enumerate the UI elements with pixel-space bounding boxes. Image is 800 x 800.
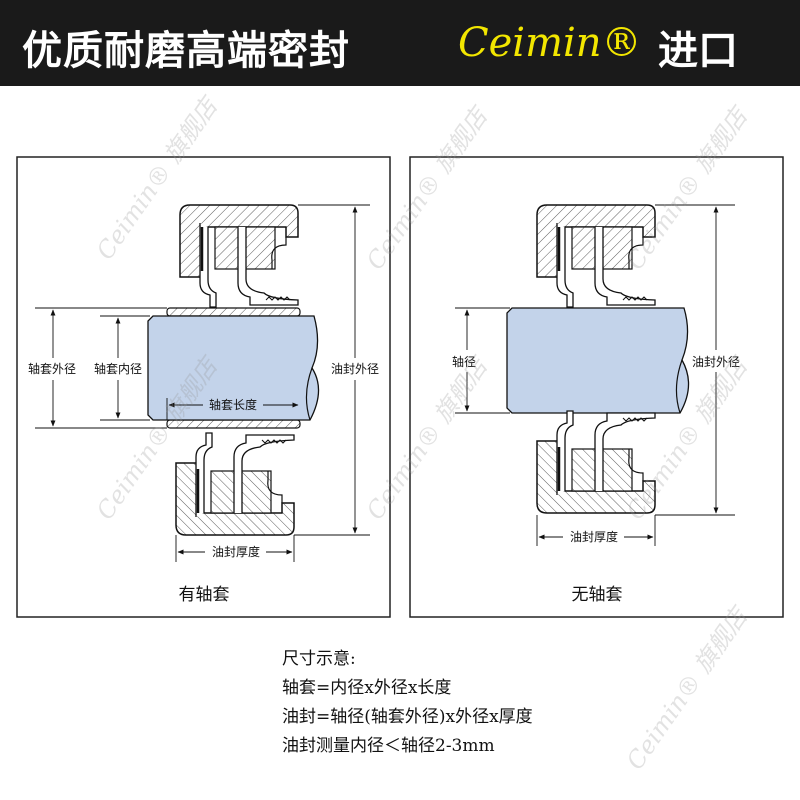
notes-line: 轴套=内径x外径x长度 [282,678,452,698]
brand-logo: Ceimin® [458,20,642,66]
header-title: 优质耐磨高端密封 [22,28,350,74]
label-seal-outer-dia: 油封外径 [331,362,379,376]
label-shaft-dia: 轴径 [452,354,476,369]
header-banner: 优质耐磨高端密封 Ceimin® 进口 [0,0,800,86]
sleeve-top [166,307,301,317]
sleeve-bottom [166,419,301,429]
notes-line: 油封测量内径＜轴径2-3mm [282,736,495,756]
notes-line: 油封=轴径(轴套外径)x外径x厚度 [282,707,533,727]
label-seal-thickness: 油封厚度 [212,544,260,559]
label-seal-outer-dia: 油封外径 [692,355,740,369]
right-panel: 轴径 油封外径 油封厚度 无轴套 [409,156,784,618]
notes-title: 尺寸示意: [282,649,356,669]
label-sleeve-inner-dia: 轴套内径 [94,361,142,376]
left-panel: 轴套外径 轴套内径 油封外径 轴套长度 油封厚度 有轴套 [16,156,391,618]
right-panel-caption: 无轴套 [572,585,623,605]
shaft [506,307,690,414]
header-suffix: 进口 [658,28,738,74]
label-seal-thickness: 油封厚度 [570,529,618,544]
dimension-notes: 尺寸示意: 轴套=内径x外径x长度 油封=轴径(轴套外径)x外径x厚度 油封测量… [282,645,533,761]
label-sleeve-length: 轴套长度 [209,397,257,412]
label-sleeve-outer-dia: 轴套外径 [28,361,76,376]
left-panel-caption: 有轴套 [179,585,230,605]
